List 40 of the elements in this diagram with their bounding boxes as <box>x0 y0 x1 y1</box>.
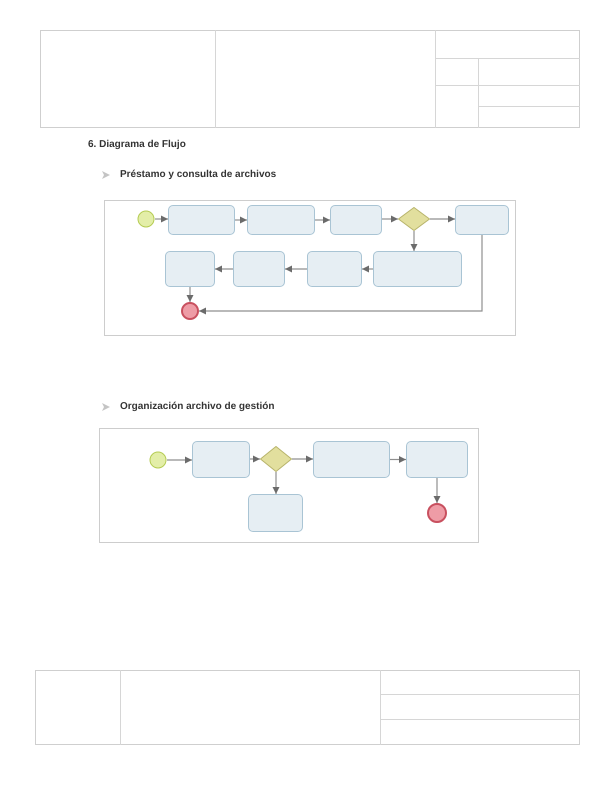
start-event-circle <box>137 210 155 228</box>
task-box <box>455 205 509 235</box>
flow-arrow <box>315 216 330 224</box>
flow-arrow <box>186 287 194 302</box>
flow-arrow <box>382 216 398 222</box>
swimlane-pool <box>99 428 479 543</box>
task-box <box>165 251 215 287</box>
task-box <box>192 441 250 478</box>
section-heading: 6. Diagrama de Flujo <box>88 139 186 151</box>
subsection-heading: Organización archivo de gestión <box>120 401 274 413</box>
start-event-circle <box>149 451 167 469</box>
flow-arrow <box>272 472 280 494</box>
task-box <box>330 205 382 235</box>
decision-diamond <box>398 207 430 231</box>
swimlane-pool <box>104 200 516 336</box>
decision-diamond <box>260 446 292 472</box>
flow-arrow <box>410 231 418 251</box>
flow-arrow <box>390 456 406 463</box>
flow-arrow <box>235 216 247 224</box>
flow-arrow <box>430 216 455 222</box>
task-box <box>373 251 462 287</box>
flow-arrow <box>215 266 233 272</box>
flow-arrow <box>199 235 483 314</box>
end-event-circle <box>427 503 447 523</box>
task-box <box>313 441 390 478</box>
flow-arrow <box>285 266 307 272</box>
flow-arrow <box>434 478 440 503</box>
flow-arrow <box>292 456 313 462</box>
subsection-heading: Préstamo y consulta de archivos <box>120 169 276 181</box>
task-box <box>247 205 315 235</box>
task-box <box>168 205 235 235</box>
flow-arrow <box>167 456 192 464</box>
end-event-circle <box>181 302 199 320</box>
flow-arrow <box>250 456 260 462</box>
task-box <box>233 251 285 287</box>
task-box <box>307 251 362 287</box>
flow-arrow <box>155 216 168 222</box>
task-box <box>406 441 468 478</box>
task-box <box>248 494 303 532</box>
flow-arrow <box>362 266 373 272</box>
